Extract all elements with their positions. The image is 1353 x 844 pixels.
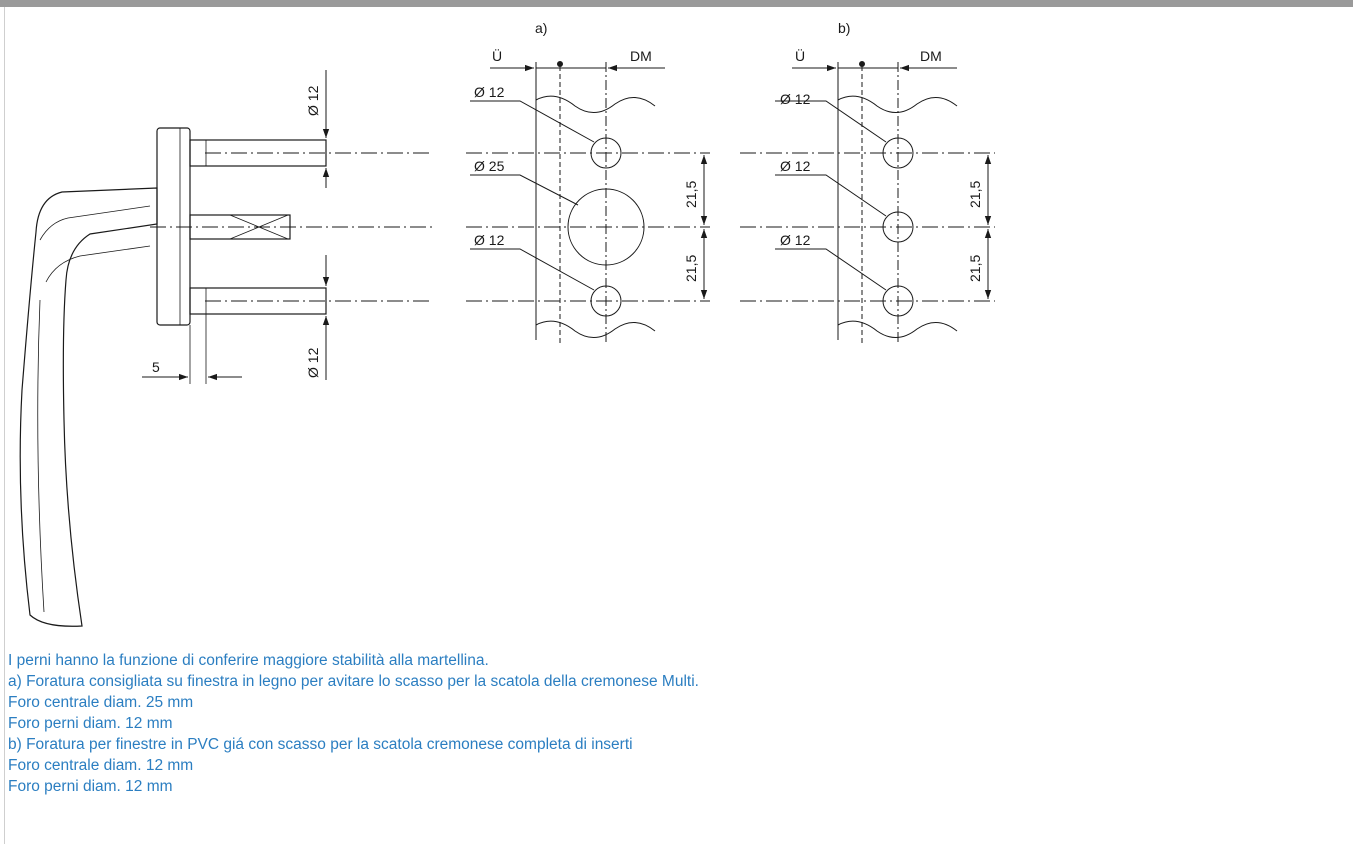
dim-plate-offset: 5 [152,359,160,375]
dim-pin-diameter-top: Ø 12 [305,85,321,116]
panel-b-dm-label: DM [920,48,942,64]
note-line: Foro perni diam. 12 mm [8,778,173,795]
panel-a-spacing-upper: 21,5 [683,181,699,208]
lower-pin [189,287,327,315]
panel-a-dm-label: DM [630,48,652,64]
drilling-panel-a [470,62,708,345]
handle-rosette [156,127,191,326]
description-notes: I perni hanno la funzione di conferire m… [8,650,1308,797]
panel-b-label: b) [838,20,850,36]
panel-b-overlap-label: Ü [795,47,805,64]
panel-a-label: a) [535,20,547,36]
panel-a-hole-top-dim: Ø 12 [474,84,505,100]
panel-b-spacing-lower: 21,5 [967,255,983,282]
panel-b-hole-bottom-dim: Ø 12 [780,232,811,248]
note-line: I perni hanno la funzione di conferire m… [8,652,489,669]
technical-drawing: Ø 12 Ø 12 5 a) Ü DM Ø 12 Ø 25 Ø 12 21,5 … [19,20,995,627]
drilling-panel-b [775,62,992,345]
note-line: Foro centrale diam. 12 mm [8,757,194,774]
panel-a-hole-bottom-dim: Ø 12 [474,232,505,248]
top-bar [0,0,1353,7]
note-line: Foro centrale diam. 25 mm [8,694,194,711]
panel-b-hole-top-dim: Ø 12 [780,91,811,107]
panel-b-reference-dot [859,61,865,67]
window-handle-drawing [19,127,327,627]
note-line: a) Foratura consigliata su finestra in l… [8,673,699,690]
panel-a-hole-center-dim: Ø 25 [474,158,505,174]
panel-a-spacing-lower: 21,5 [683,255,699,282]
upper-pin [189,139,327,167]
dim-pin-diameter-bottom: Ø 12 [305,347,321,378]
panel-b-hole-center-dim: Ø 12 [780,158,811,174]
panel-b-spacing-upper: 21,5 [967,181,983,208]
note-line: Foro perni diam. 12 mm [8,715,173,732]
left-border [4,7,5,844]
note-line: b) Foratura per finestre in PVC giá con … [8,736,633,753]
panel-a-overlap-label: Ü [492,47,502,64]
handle-grip [19,187,158,627]
handle-dimensions [142,70,330,384]
center-lines [150,152,995,302]
panel-a-reference-dot [557,61,563,67]
